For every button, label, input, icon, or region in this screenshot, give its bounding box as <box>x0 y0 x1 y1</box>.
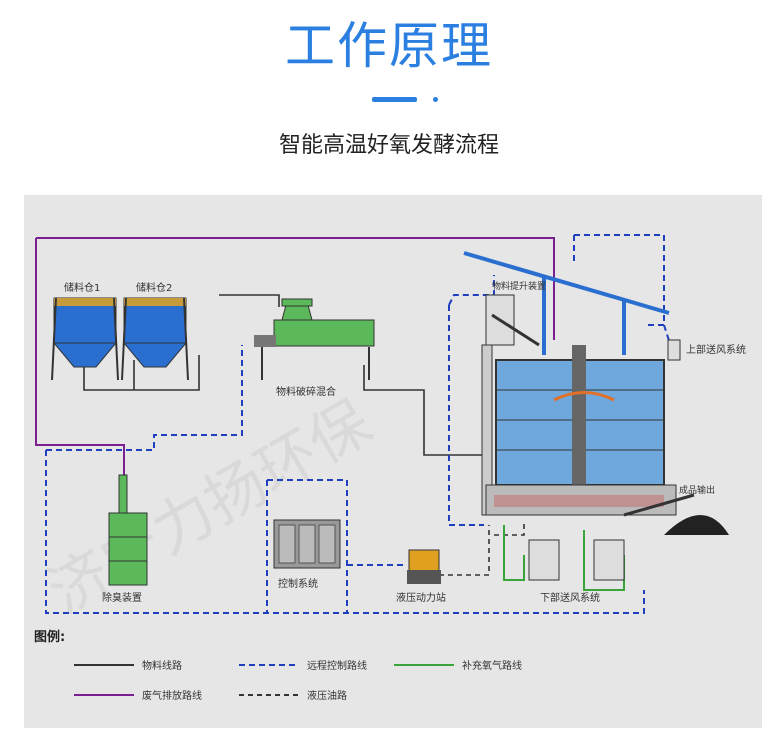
title-dot <box>433 97 438 102</box>
legend: 物料线路 远程控制路线 补充氧气路线 废气排放路线 液压油路 <box>74 659 522 702</box>
lower-air-fans <box>528 539 625 581</box>
page-title: 工作原理 <box>285 17 493 75</box>
legend-label-hydraulic: 液压油路 <box>307 689 347 702</box>
legend-label-waste-gas: 废气排放路线 <box>142 689 202 702</box>
crusher-mixer <box>254 298 375 380</box>
storage-bin-1 <box>51 297 119 381</box>
fermentation-tank <box>485 345 677 516</box>
upper-air-system-label: 上部送风系统 <box>686 343 746 356</box>
lift-device <box>481 294 540 516</box>
finished-output-label: 成品输出 <box>679 484 715 496</box>
deodorizer-label: 除臭装置 <box>102 591 142 604</box>
deodorizer <box>108 474 148 586</box>
legend-title: 图例: <box>34 629 65 645</box>
storage-bin-2-label: 储料仓2 <box>136 281 172 294</box>
hydraulic-station-label: 液压动力站 <box>396 591 446 604</box>
waste-gas-lines <box>35 237 555 495</box>
process-diagram: 济宁力扬环保 <box>34 234 746 702</box>
output-conveyor <box>623 493 729 535</box>
control-system-label: 控制系统 <box>278 577 318 590</box>
watermark: 济宁力扬环保 <box>37 387 384 628</box>
lower-air-system-label: 下部送风系统 <box>540 591 600 604</box>
crusher-mixer-label: 物料破碎混合 <box>276 385 336 398</box>
page-subtitle: 智能高温好氧发酵流程 <box>278 133 499 158</box>
legend-label-material: 物料线路 <box>142 659 182 672</box>
lift-device-label: 物料提升装置 <box>492 280 546 292</box>
remote-control-lines <box>45 234 679 614</box>
legend-label-remote-control: 远程控制路线 <box>307 659 367 672</box>
upper-air-pipe <box>463 251 670 355</box>
watermark-text: 济宁力扬环保 <box>37 387 384 628</box>
upper-air-fan <box>667 339 681 361</box>
legend-label-oxygen: 补充氧气路线 <box>462 659 522 672</box>
storage-bin-2 <box>121 297 189 381</box>
title-underline <box>372 97 417 102</box>
control-system <box>273 519 341 569</box>
storage-bin-1-label: 储料仓1 <box>64 281 100 294</box>
hydraulic-station <box>407 549 441 584</box>
hydraulic-lines <box>439 520 525 576</box>
